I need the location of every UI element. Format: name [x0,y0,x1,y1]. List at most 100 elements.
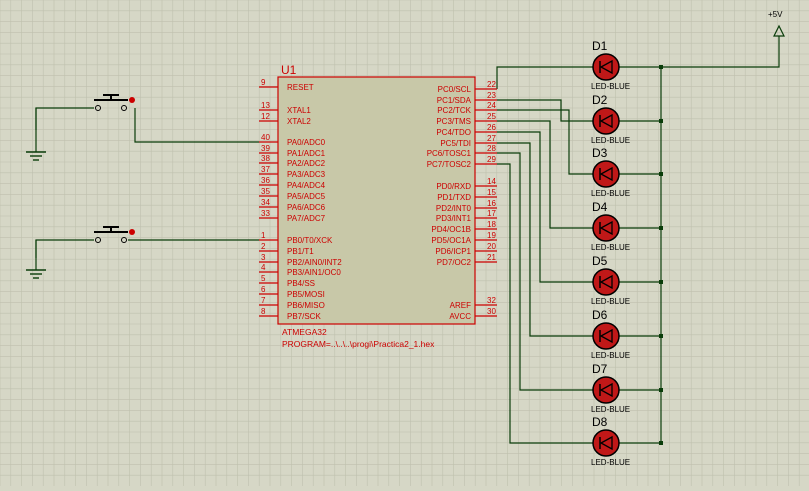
cathode-wire [497,109,593,175]
pin-name: PC0/SCL [438,85,472,94]
cathode-wire [497,163,593,444]
button-terminal [95,105,101,111]
pin-number: 3 [261,253,266,262]
junction-dot [659,119,663,123]
power-terminal[interactable]: +5V [768,10,785,37]
push-button-1[interactable] [94,94,135,111]
pin-number: 9 [261,78,266,87]
led-reference: D5 [592,254,608,268]
power-arrow-icon [773,24,785,37]
microcontroller-u1[interactable]: U1 ATMEGA32 PROGRAM=..\..\..\progi\Pract… [259,63,497,349]
wires [35,36,780,445]
pin-number: 18 [487,220,496,229]
chip-part-name: ATMEGA32 [282,327,327,337]
pin-name: PB6/MISO [287,301,325,310]
pin-name: AVCC [449,312,471,321]
pin-name: PC6/TOSC1 [427,149,472,158]
pin-name: PD6/ICP1 [435,247,471,256]
pin-number: 33 [261,209,270,218]
pin-name: PD2/INT0 [436,204,472,213]
diode-triangle-icon [599,274,613,290]
led-reference: D2 [592,93,608,107]
cathode-wire [497,142,593,337]
led-type: LED-BLUE [591,136,630,145]
diode-triangle-icon [599,113,613,129]
led-type: LED-BLUE [591,189,630,198]
pin-name: PA6/ADC6 [287,203,326,212]
pin-number: 26 [487,123,496,132]
pin-number: 23 [487,91,496,100]
pin-number: 7 [261,296,266,305]
power-wire [661,36,780,68]
junction-dot [659,388,663,392]
pin-name: PD4/OC1B [431,225,471,234]
diode-triangle-icon [599,382,613,398]
pin-name: PB5/MOSI [287,290,325,299]
led-reference: D7 [592,362,608,376]
pin-name: PD3/INT1 [436,214,472,223]
cathode-wire [497,152,593,391]
leds: D1LED-BLUED2LED-BLUED3LED-BLUED4LED-BLUE… [591,39,630,467]
pin-number: 5 [261,274,266,283]
pin-number: 6 [261,285,266,294]
pin-name: PB4/SS [287,279,315,288]
pin-number: 12 [261,112,270,121]
pin-name: XTAL1 [287,106,311,115]
pin-name: PC2/TCK [437,106,471,115]
pin-name: PD0/RXD [436,182,471,191]
pin-name: PA4/ADC4 [287,181,326,190]
pin-number: 28 [487,144,496,153]
pin-number: 35 [261,187,270,196]
pin-number: 1 [261,231,266,240]
button-marker-icon [129,229,135,235]
junction-dot [659,334,663,338]
pin-number: 32 [487,296,496,305]
button-terminal [121,237,127,243]
junction-dot [659,441,663,445]
pin-number: 16 [487,199,496,208]
pin-name: PB7/SCK [287,312,321,321]
led-type: LED-BLUE [591,351,630,360]
pin-name: PC7/TOSC2 [427,160,472,169]
pin-number: 37 [261,165,270,174]
chip-program: PROGRAM=..\..\..\progi\Practica2_1.hex [282,339,435,349]
pin-number: 14 [487,177,496,186]
pin-number: 13 [261,101,270,110]
pin-number: 2 [261,242,266,251]
pin-name: PA0/ADC0 [287,138,326,147]
pin-number: 25 [487,112,496,121]
button-wire [134,108,259,143]
led-reference: D6 [592,308,608,322]
pin-number: 17 [487,209,496,218]
push-buttons [94,94,135,243]
led-type: LED-BLUE [591,458,630,467]
junction-dot [659,280,663,284]
pin-name: PD5/OC1A [431,236,471,245]
pin-name: PA2/ADC2 [287,159,326,168]
pin-number: 8 [261,307,266,316]
pin-number: 39 [261,144,270,153]
pin-name: PC1/SDA [437,96,472,105]
push-button-2[interactable] [94,226,135,243]
pin-number: 40 [261,133,270,142]
left-pins: 9RESET13XTAL112XTAL240PA0/ADC039PA1/ADC1… [259,78,342,321]
pin-number: 15 [487,188,496,197]
pin-name: PD7/OC2 [437,258,472,267]
led-type: LED-BLUE [591,297,630,306]
pin-name: PC4/TDO [436,128,471,137]
led-reference: D3 [592,146,608,160]
cathode-wire [496,66,593,89]
junction-dot [659,226,663,230]
pin-number: 4 [261,263,266,272]
pin-number: 24 [487,101,496,110]
